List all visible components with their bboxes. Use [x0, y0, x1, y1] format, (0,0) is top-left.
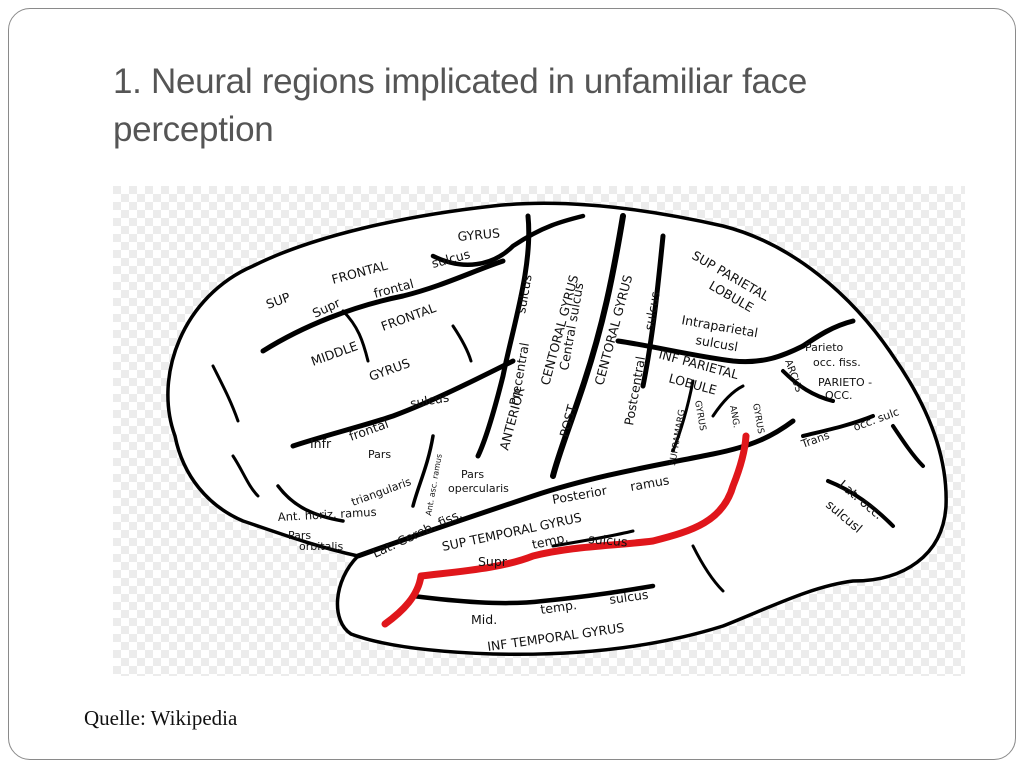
sulci — [211, 213, 925, 606]
label-ang: ANG. — [727, 405, 741, 429]
label-temp-2: temp. — [539, 597, 577, 617]
label-pars-op-1: Pars — [461, 468, 484, 481]
label-ramus: ramus — [629, 472, 670, 494]
highlighted-sts — [381, 432, 750, 628]
label-sulcus-4: sulcus — [641, 290, 663, 331]
source-caption: Quelle: Wikipedia — [84, 706, 238, 730]
slide-title: 1. Neural regions implicated in unfamili… — [113, 62, 808, 149]
brain-outline — [166, 201, 948, 657]
label-temp-1: temp. — [531, 530, 570, 552]
label-pars-orb-1: Pars — [288, 529, 311, 542]
brain-diagram: GYRUS SUP FRONTAL sulcus Supr frontal MI… — [113, 186, 965, 676]
label-parieto-fiss-2: occ. fiss. — [813, 356, 861, 369]
label-supr-2: Supr — [478, 554, 508, 569]
label-sulcus-3: sulcus — [513, 273, 535, 314]
label-parieto-occ-1: PARIETO - — [818, 376, 872, 389]
label-pars-tri-1: Pars — [368, 448, 391, 461]
label-sulcus-6: sulcus — [608, 587, 649, 607]
label-mid: Mid. — [471, 612, 497, 627]
label-infr: Infr — [310, 436, 332, 451]
label-sulcus-2: sulcus — [409, 389, 450, 411]
label-sulcusl: sulcusl — [694, 332, 739, 354]
label-parieto-fiss-1: Parieto — [805, 341, 844, 354]
label-gyrus-top: GYRUS — [457, 225, 501, 244]
label-sulcus-5: sulcus — [588, 531, 628, 549]
label-ant-horiz-ramus: Ant. horiz. ramus — [277, 505, 376, 524]
label-parieto-occ-2: OCC. — [825, 389, 853, 402]
label-pars-op-2: opercularis — [448, 482, 509, 495]
label-pars-orb-2: orbitalis — [299, 540, 343, 553]
